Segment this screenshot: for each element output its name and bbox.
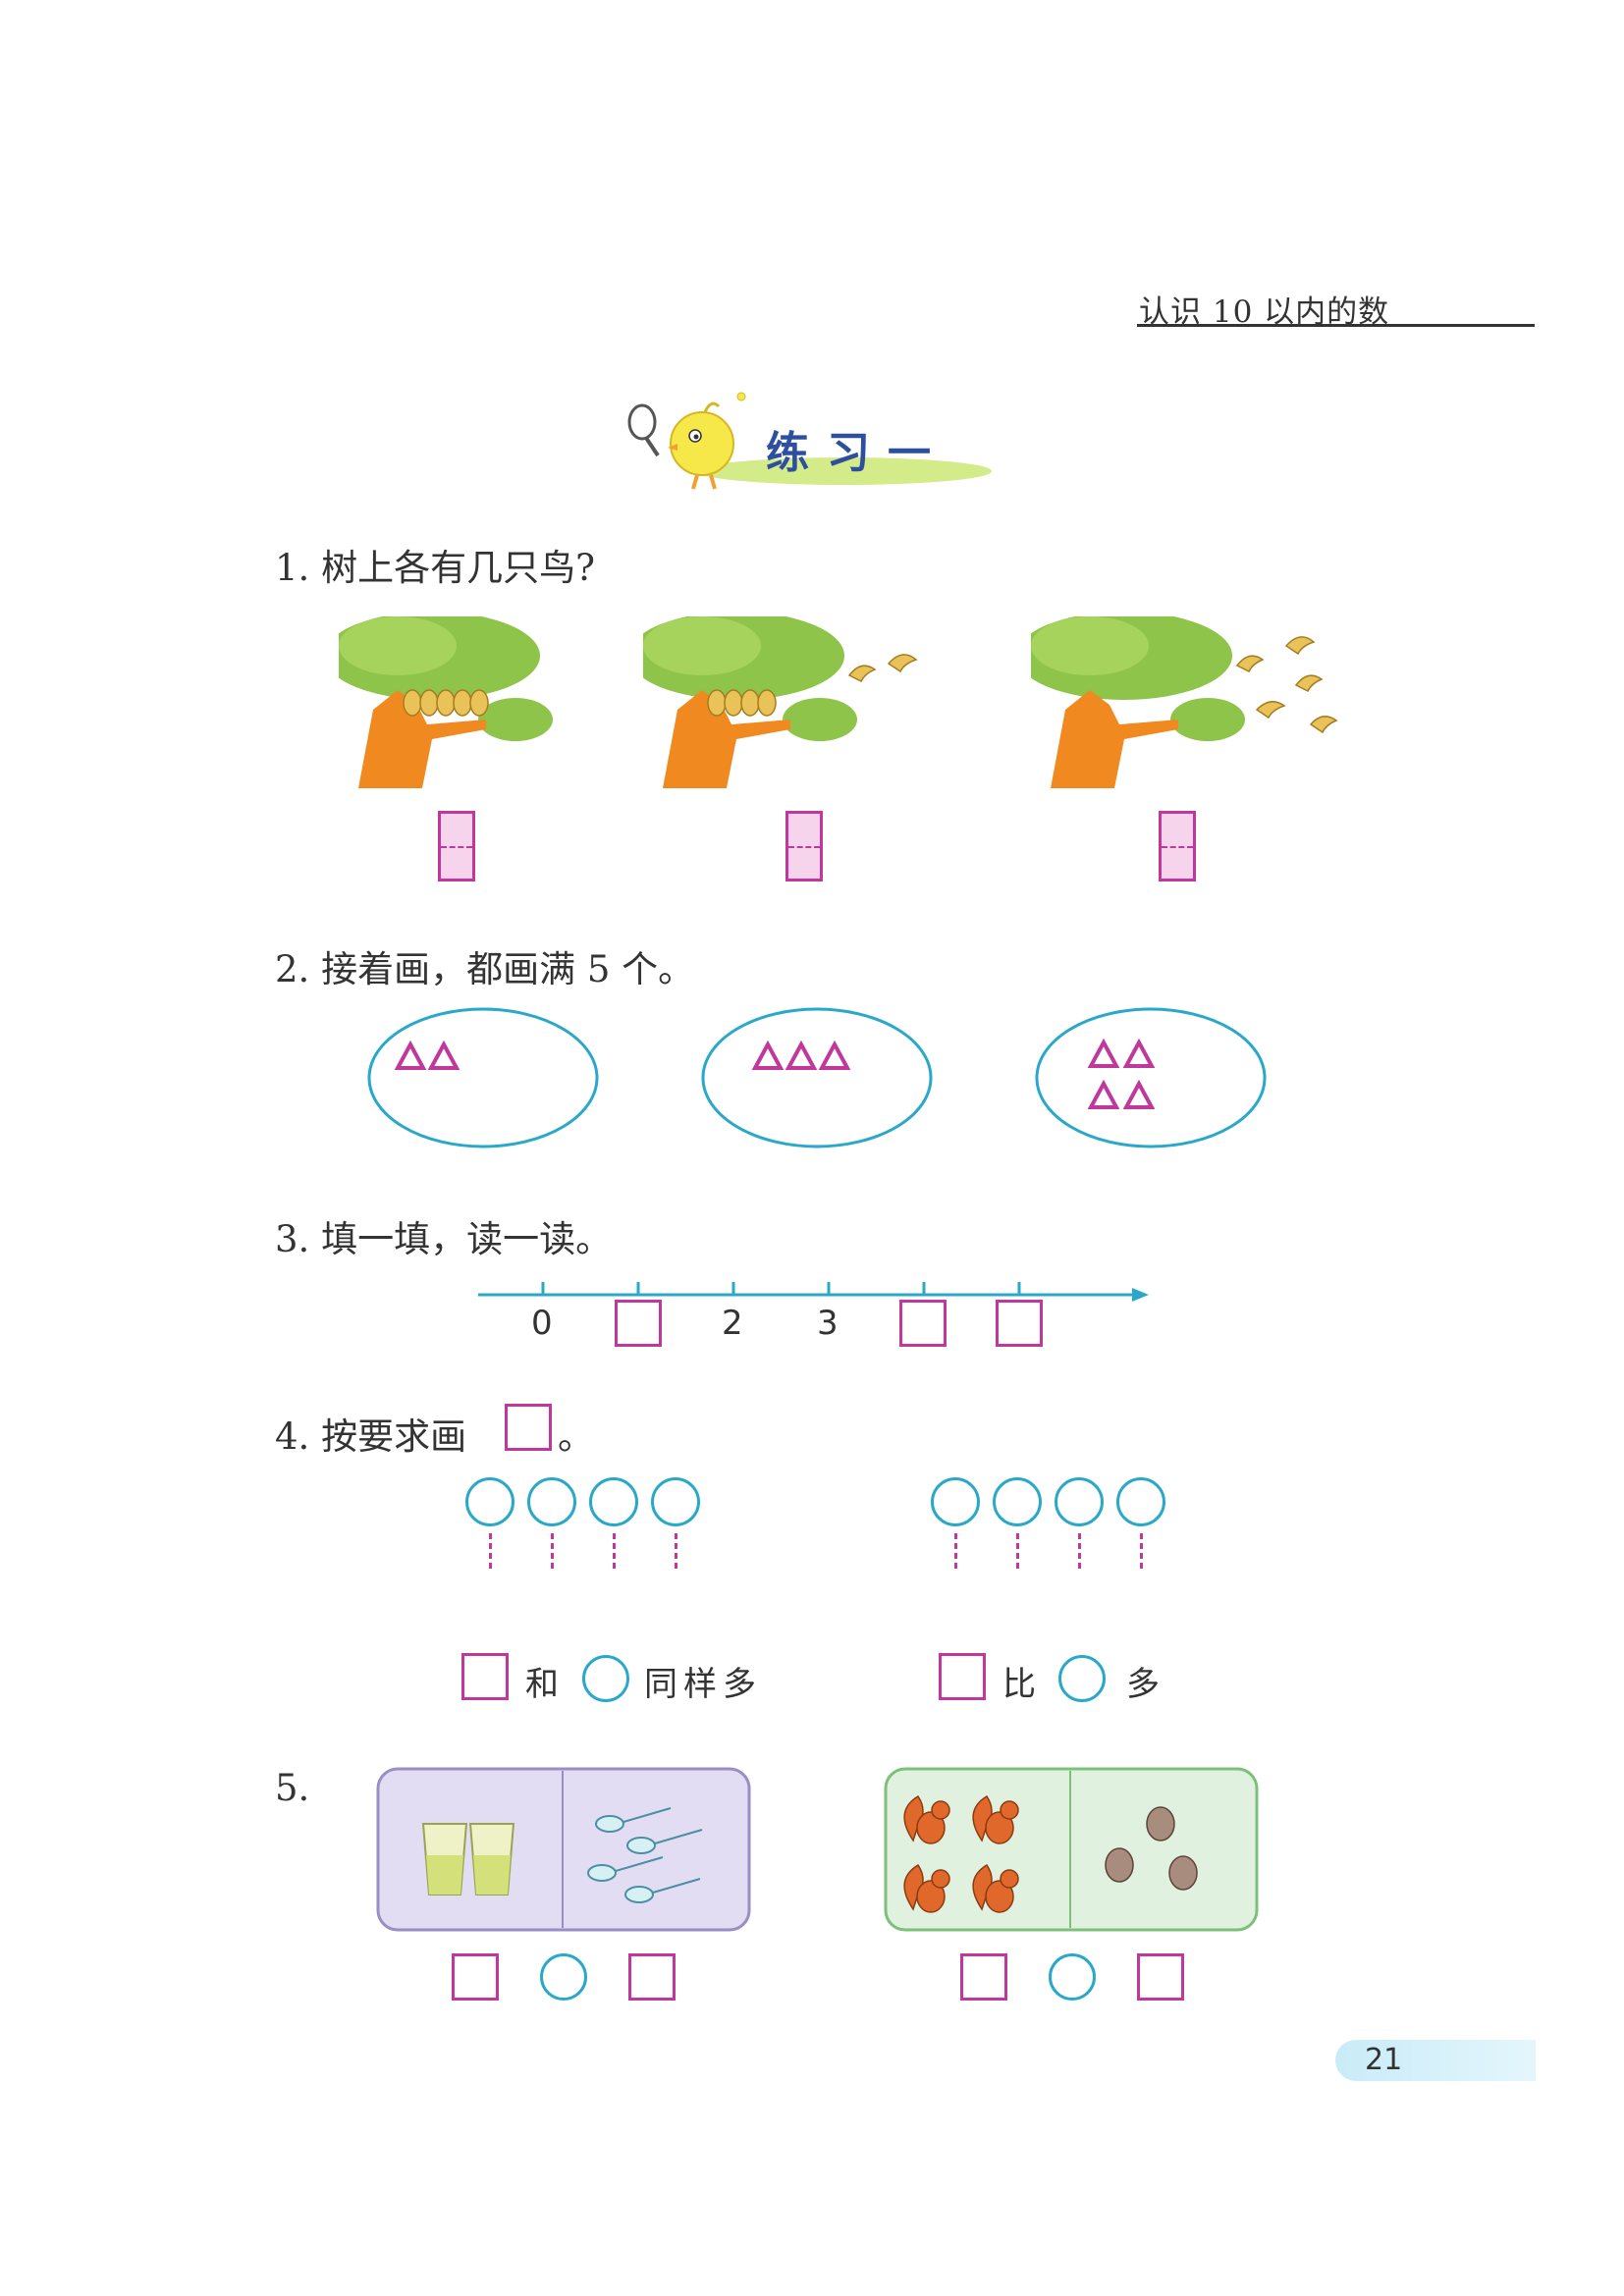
tick-label-2: 2 [722, 1304, 743, 1343]
answer-box-tree-3[interactable] [1159, 811, 1196, 881]
number-line-box-1[interactable] [615, 1300, 662, 1347]
squirrel-icon [972, 1794, 1019, 1844]
pinecone-icon [1168, 1855, 1198, 1891]
squirrel-icon [972, 1863, 1019, 1913]
inline-square-icon [505, 1404, 552, 1451]
tree-image-1 [339, 616, 555, 788]
number-line-box-5[interactable] [996, 1300, 1043, 1347]
question-2-label: 2. 接着画，都画满 5 个。 [275, 948, 695, 990]
caption-same-amount: 同样多 [644, 1665, 762, 1704]
guide-line-right-1 [954, 1533, 957, 1569]
caption-more: 多 [1126, 1665, 1160, 1704]
chick-mascot-icon [668, 401, 734, 490]
answer-box-tree-2[interactable] [785, 811, 823, 881]
cups-spoons-panel [376, 1767, 751, 1932]
number-line-box-4[interactable] [899, 1300, 947, 1347]
guide-line-right-3 [1078, 1533, 1081, 1569]
circle-right-3 [1055, 1477, 1104, 1526]
cup-icon [468, 1823, 515, 1896]
squirrel-icon [903, 1794, 950, 1844]
caption-than: 比 [1002, 1665, 1036, 1704]
circle-left-2 [527, 1477, 576, 1526]
guide-line-left-3 [613, 1533, 616, 1569]
compare-box-right-2[interactable] [1137, 1953, 1184, 2001]
question-4-label: 4. 按要求画 [275, 1415, 467, 1458]
header-rule [1137, 324, 1535, 327]
circle-right-4 [1116, 1477, 1165, 1526]
cup-icon [421, 1823, 468, 1896]
circle-left-4 [651, 1477, 700, 1526]
tree-image-2 [643, 616, 918, 788]
oval-group-1[interactable] [365, 1005, 601, 1150]
oval-group-2[interactable] [699, 1005, 935, 1150]
page-number-tab: 21 [1335, 2040, 1536, 2081]
compare-circle-left[interactable] [540, 1953, 587, 2001]
page-number: 21 [1365, 2043, 1403, 2077]
tick-label-3: 3 [817, 1304, 839, 1343]
pinecone-icon [1146, 1806, 1175, 1842]
page-title: 练习一 [766, 428, 948, 478]
guide-line-left-4 [675, 1533, 677, 1569]
pinecone-icon [1105, 1847, 1134, 1883]
number-line [478, 1282, 1149, 1302]
question-4-label-end: 。 [558, 1415, 594, 1458]
answer-box-tree-1[interactable] [438, 811, 475, 881]
circle-right-2 [993, 1477, 1042, 1526]
circle-left-3 [589, 1477, 638, 1526]
guide-line-right-2 [1016, 1533, 1019, 1569]
spoon-icon [587, 1807, 703, 1903]
guide-line-left-1 [489, 1533, 492, 1569]
question-3-label: 3. 填一填，读一读。 [275, 1218, 613, 1260]
compare-box-right-1[interactable] [960, 1953, 1007, 2001]
guide-line-right-4 [1140, 1533, 1143, 1569]
guide-line-left-2 [551, 1533, 554, 1569]
square-symbol-icon [461, 1653, 509, 1700]
caption-and: 和 [525, 1665, 559, 1704]
circle-left-1 [465, 1477, 514, 1526]
tick-label-0: 0 [531, 1304, 553, 1343]
square-symbol-icon [939, 1653, 986, 1700]
tree-image-3 [1031, 616, 1338, 788]
squirrels-pinecones-panel [884, 1767, 1259, 1932]
circle-right-1 [931, 1477, 980, 1526]
compare-circle-right[interactable] [1049, 1953, 1096, 2001]
circle-symbol-icon [582, 1655, 629, 1702]
oval-group-3[interactable] [1033, 1005, 1269, 1150]
compare-box-left-1[interactable] [452, 1953, 499, 2001]
compare-box-left-2[interactable] [628, 1953, 676, 2001]
circle-symbol-icon [1058, 1655, 1106, 1702]
racket-icon [627, 403, 660, 457]
question-5-label: 5. [275, 1767, 310, 1809]
question-1-label: 1. 树上各有几只鸟? [275, 547, 595, 589]
title-banner [627, 392, 992, 490]
squirrel-icon [903, 1863, 950, 1913]
